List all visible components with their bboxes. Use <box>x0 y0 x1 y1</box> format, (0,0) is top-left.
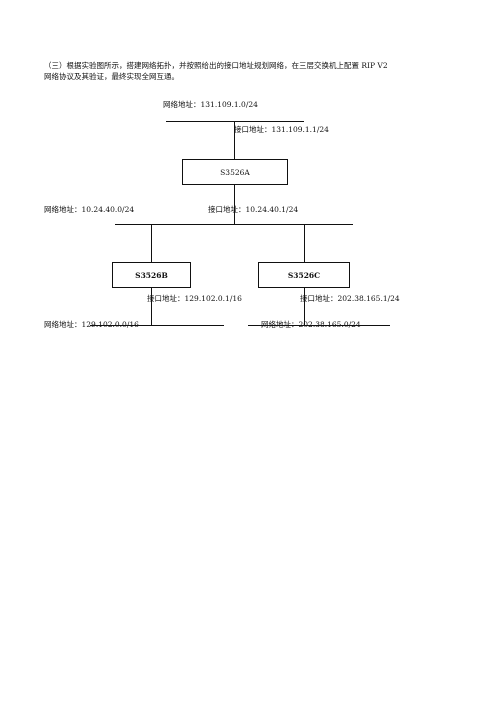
top-network-address: 网络地址：131.109.1.0/24 <box>163 100 258 109</box>
mid-network-address: 网络地址：10.24.40.0/24 <box>44 205 135 214</box>
b-interface-address: 接口地址：129.102.0.1/16 <box>147 294 242 303</box>
switch-s3526a: S3526A <box>182 159 288 185</box>
b-network-address: 网络地址：129.102.0.0/16 <box>44 320 139 329</box>
top-uplink-line <box>234 121 235 159</box>
b-network-line <box>90 325 224 326</box>
c-interface-address: 接口地址：202.38.165.1/24 <box>300 294 400 303</box>
switch-s3526a-label: S3526A <box>220 167 250 177</box>
intro-paragraph: （三）根据实验图所示，搭建网络拓扑，并按照给出的接口地址规划网络，在三层交换机上… <box>44 60 450 82</box>
a-downlink-line <box>234 184 235 224</box>
switch-s3526c: S3526C <box>258 262 350 288</box>
b-downlink-line <box>151 287 152 325</box>
c-downlink-line <box>304 287 305 325</box>
c-uplink-line <box>304 224 305 262</box>
top-interface-address: 接口地址：131.109.1.1/24 <box>234 125 329 134</box>
mid-interface-address: 接口地址：10.24.40.1/24 <box>208 205 299 214</box>
top-network-line <box>166 121 304 122</box>
intro-line-2: 网络协议及其验证，最终实现全网互通。 <box>44 72 179 81</box>
b-uplink-line <box>151 224 152 262</box>
c-network-line <box>248 325 390 326</box>
mid-network-line <box>115 224 353 225</box>
switch-s3526b: S3526B <box>112 262 191 288</box>
switch-s3526c-label: S3526C <box>287 270 321 280</box>
switch-s3526b-label: S3526B <box>135 270 168 280</box>
c-network-address: 网络地址：202.38.165.0/24 <box>261 320 361 329</box>
intro-line-1: （三）根据实验图所示，搭建网络拓扑，并按照给出的接口地址规划网络，在三层交换机上… <box>44 61 388 70</box>
